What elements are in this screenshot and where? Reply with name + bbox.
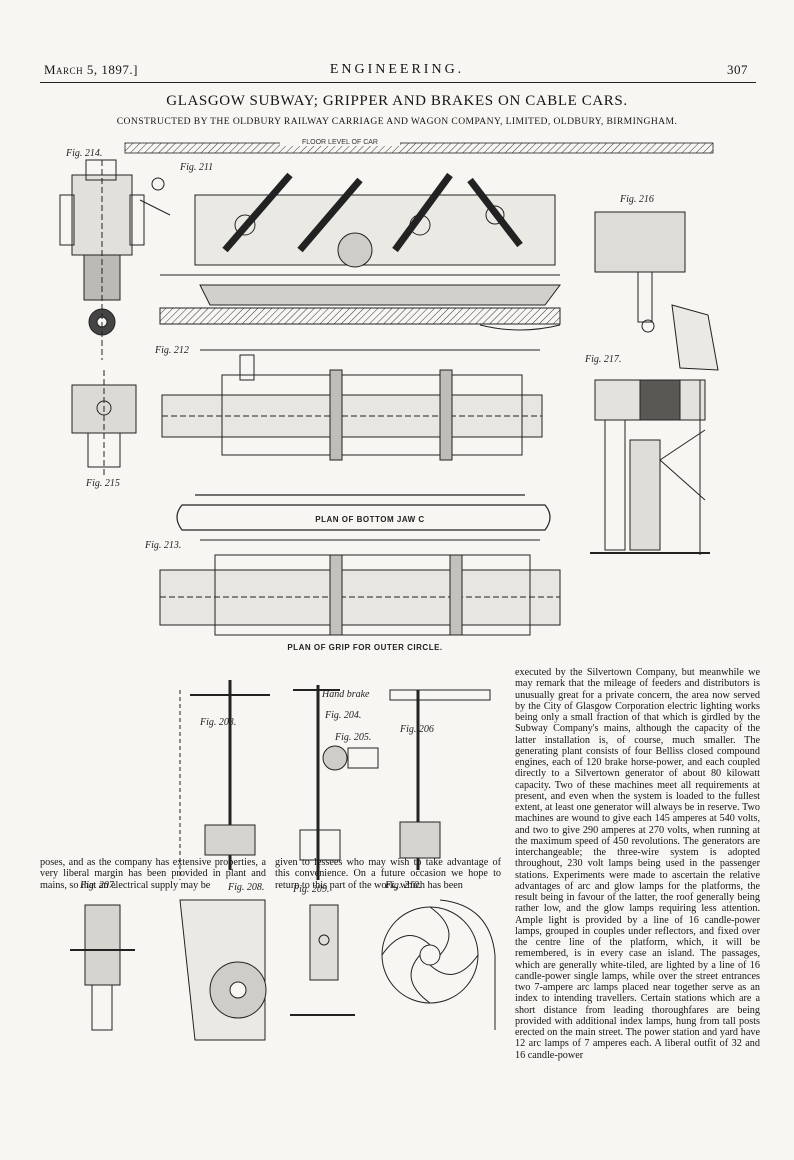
hand-brake-label: Hand brake: [321, 689, 370, 700]
fig-206-drawing: Fig. 206: [389, 689, 491, 870]
fig-208-label: Fig. 208.: [227, 882, 264, 893]
fig-215-drawing: Fig. 215: [71, 370, 137, 489]
fig-216-drawing: Fig. 216: [594, 194, 719, 371]
fig-207-label: Fig. 207.: [79, 880, 116, 891]
fig-210-drawing: Fig. 210.: [381, 880, 496, 1030]
fig-206-label: Fig. 206: [399, 724, 434, 735]
fig-213-label: Fig. 213.: [144, 540, 181, 551]
bottom-jaw-caption: PLAN OF BOTTOM JAW C: [315, 515, 424, 524]
fig-211-drawing: Fig. 211: [159, 162, 561, 331]
body-text-middle-column: given to lessees who may wish to take ad…: [275, 857, 501, 891]
fig-217-label: Fig. 217.: [584, 354, 621, 365]
fig-204-drawing: Fig. 204. Hand brake: [293, 685, 370, 880]
fig-205-label: Fig. 205.: [334, 732, 371, 743]
journal-title: ENGINEERING.: [329, 62, 465, 77]
fig-211-label: Fig. 211: [179, 162, 213, 173]
bottom-jaw-plan: PLAN OF BOTTOM JAW C: [176, 494, 551, 531]
fig-209-label: Fig. 209.: [292, 884, 329, 895]
floor-level-band: FLOOR LEVEL OF CAR: [124, 136, 714, 154]
fig-213-drawing: Fig. 213. PLAN OF GRIP FOR OUTER CIRCLE.: [144, 539, 561, 652]
fig-209-drawing: Fig. 209.: [290, 884, 355, 1016]
article-title: GLASGOW SUBWAY; GRIPPER AND BRAKES ON CA…: [166, 93, 628, 109]
body-text-left-column: poses, and as the company has extensive …: [40, 857, 266, 891]
fig-212-label: Fig. 212: [154, 345, 189, 356]
header-date: March 5, 1897.]: [44, 62, 138, 77]
fig-203-label: Fig. 203.: [199, 717, 236, 728]
fig-217-drawing: Fig. 217.: [584, 354, 710, 555]
fig-205-drawing: Fig. 205.: [322, 732, 379, 771]
fig-204-label: Fig. 204.: [324, 710, 361, 721]
article-subtitle: CONSTRUCTED BY THE OLDBURY RAILWAY CARRI…: [116, 116, 678, 127]
fig-214-drawing: Fig. 214.: [59, 148, 171, 360]
page-number: 307: [727, 62, 748, 77]
header-rule: [40, 82, 756, 83]
floor-level-label: FLOOR LEVEL OF CAR: [302, 139, 378, 146]
fig-208-drawing: Fig. 208.: [179, 882, 267, 1041]
body-text-right-column: executed by the Silvertown Company, but …: [515, 667, 760, 1061]
grip-plan-caption: PLAN OF GRIP FOR OUTER CIRCLE.: [287, 643, 442, 652]
fig-216-label: Fig. 216: [619, 194, 654, 205]
fig-215-label: Fig. 215: [85, 478, 120, 489]
fig-214-label: Fig. 214.: [65, 148, 102, 159]
fig-210-label: Fig. 210.: [384, 880, 421, 891]
fig-207-drawing: Fig. 207.: [70, 880, 135, 1031]
fig-203-drawing: Fig. 203.: [179, 680, 270, 880]
fig-212-drawing: Fig. 212: [154, 345, 543, 461]
